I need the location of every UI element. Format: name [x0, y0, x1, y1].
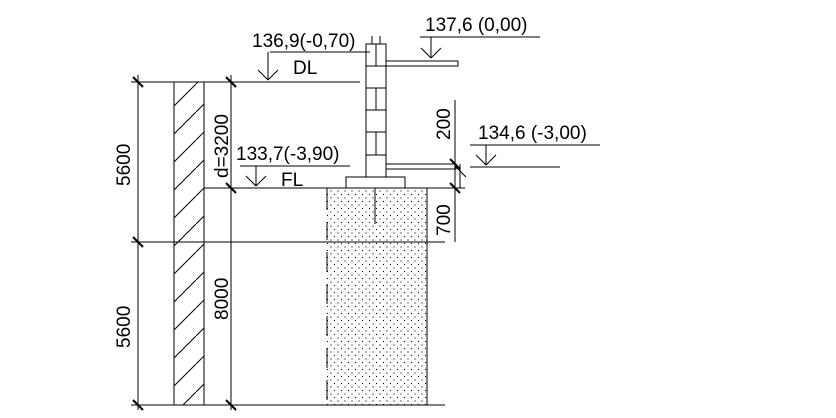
level-basement-floor-label: 134,6 (-3,00) — [478, 123, 587, 144]
basement-slab — [385, 163, 457, 170]
brick-wall — [365, 36, 387, 178]
top-slab — [385, 60, 459, 67]
level-ground-top-label: 137,6 (0,00) — [425, 15, 527, 36]
dim-wall-height: 200 — [434, 108, 455, 140]
footing — [345, 176, 406, 189]
level-marker-basement-floor: 134,6 (-3,00) — [470, 123, 600, 168]
level-fl-label: 133,7(-3,90) — [236, 144, 340, 165]
dimension-line-right — [449, 100, 467, 242]
soil-column — [173, 81, 205, 406]
level-marker-dl: 136,9(-0,70) DL — [252, 31, 370, 81]
dim-upper-height: 5600 — [114, 144, 135, 186]
dimension-line-inner — [225, 75, 237, 411]
fl-marker: FL — [281, 170, 303, 191]
dim-footing-height: 700 — [434, 204, 455, 236]
pile-block — [326, 188, 428, 405]
dim-lower-depth: 8000 — [212, 278, 233, 320]
dl-marker: DL — [293, 58, 317, 79]
level-dl-label: 136,9(-0,70) — [252, 31, 356, 52]
level-marker-fl: 133,7(-3,90) FL — [236, 144, 350, 191]
level-marker-ground-top: 137,6 (0,00) — [420, 15, 540, 59]
dim-lower-height: 5600 — [114, 306, 135, 348]
dim-depth-d: d=3200 — [212, 114, 233, 178]
